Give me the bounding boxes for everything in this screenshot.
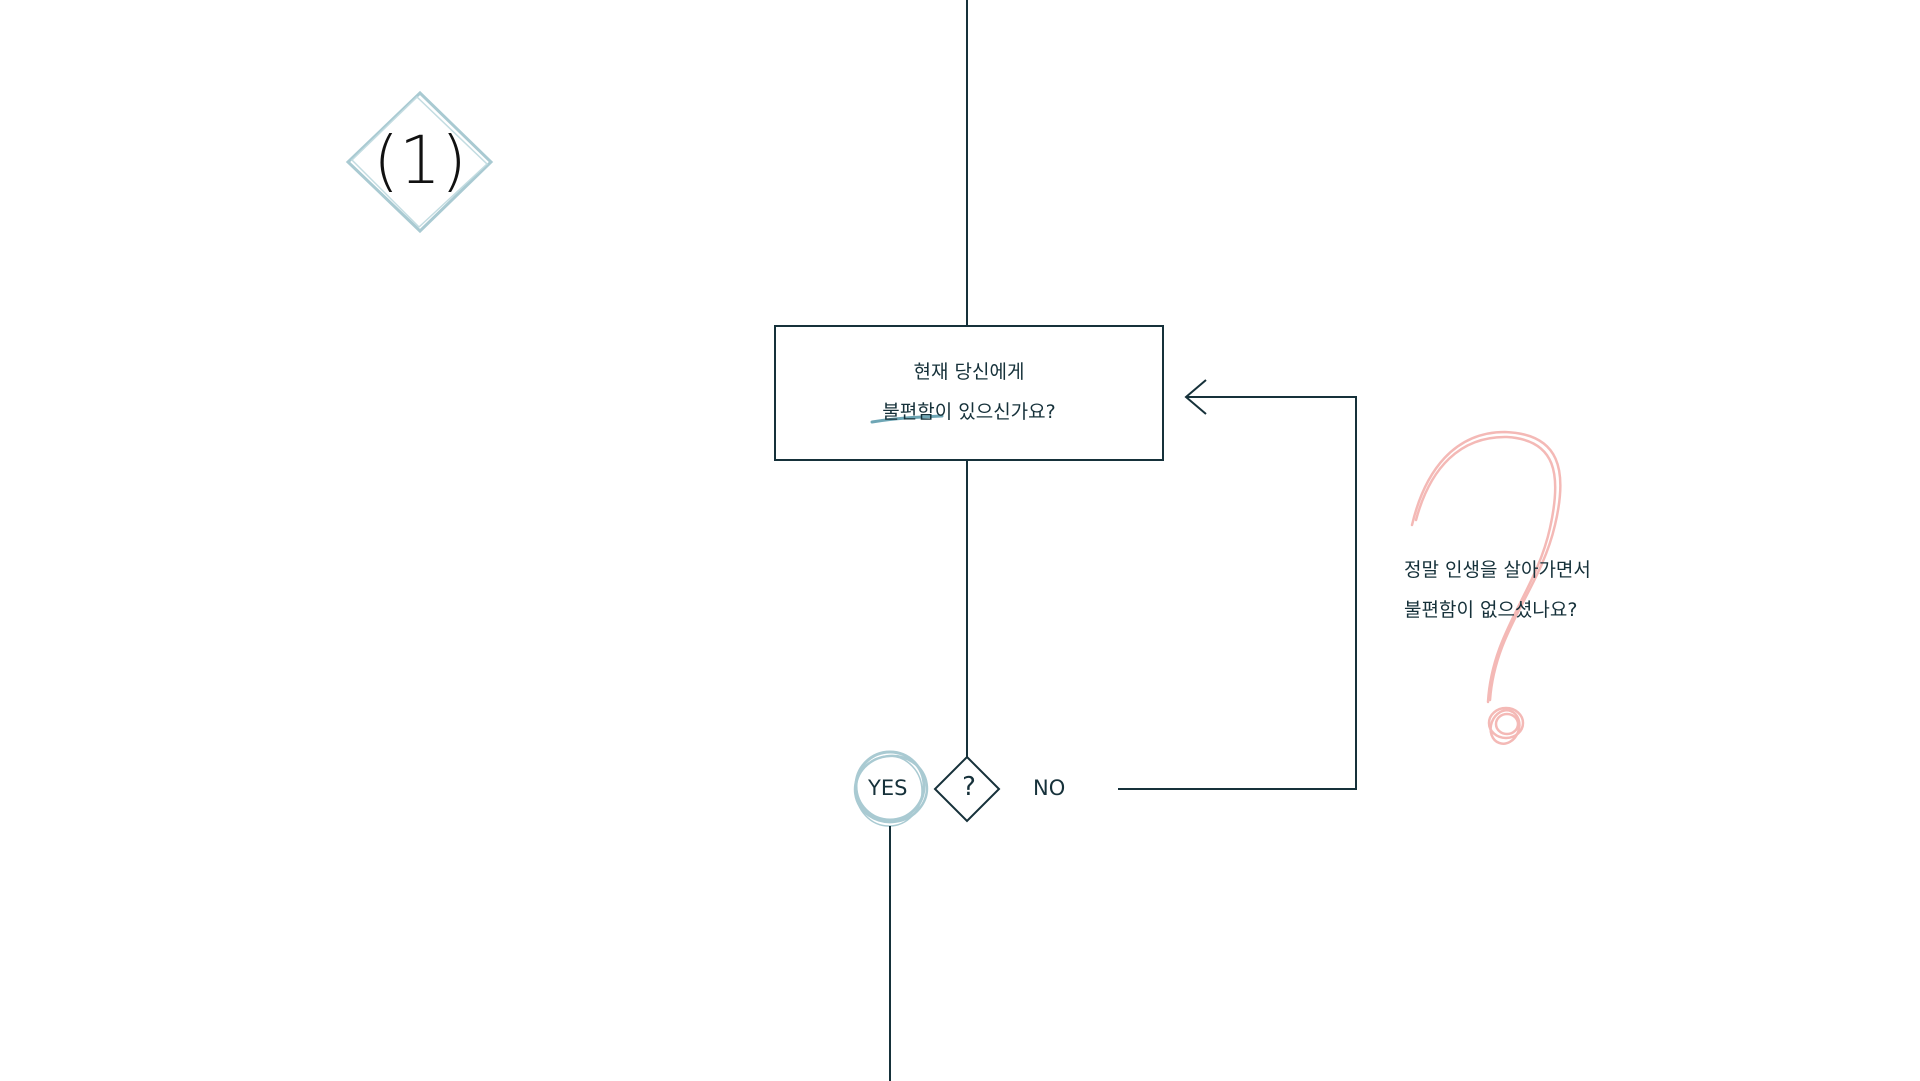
arrow-left-icon (1184, 379, 1207, 415)
question-line-2-rest: 이 있으신가요? (934, 401, 1056, 423)
question-line-1: 현재 당신에게 (913, 361, 1025, 383)
question-mark-scribble-icon (1410, 430, 1562, 745)
question-line-2: 불편함이 있으신가요? (775, 397, 1163, 424)
circle-scribble-icon (853, 750, 929, 827)
diamond-frame-icon (345, 90, 494, 234)
question-box (774, 325, 1164, 461)
decision-symbol: ? (962, 772, 976, 802)
step-number: (1) (373, 122, 467, 199)
question-highlight: 불편함 (882, 401, 935, 423)
decision-diamond-icon (933, 755, 1001, 823)
side-note-line-2: 불편함이 없으셨나요? (1404, 599, 1578, 621)
connector-no-loop (1118, 396, 1357, 790)
side-note-line-1: 정말 인생을 살아가면서 (1404, 559, 1591, 581)
yes-label: YES (868, 776, 908, 800)
no-label: NO (1033, 776, 1066, 800)
highlight-underline (870, 414, 944, 424)
